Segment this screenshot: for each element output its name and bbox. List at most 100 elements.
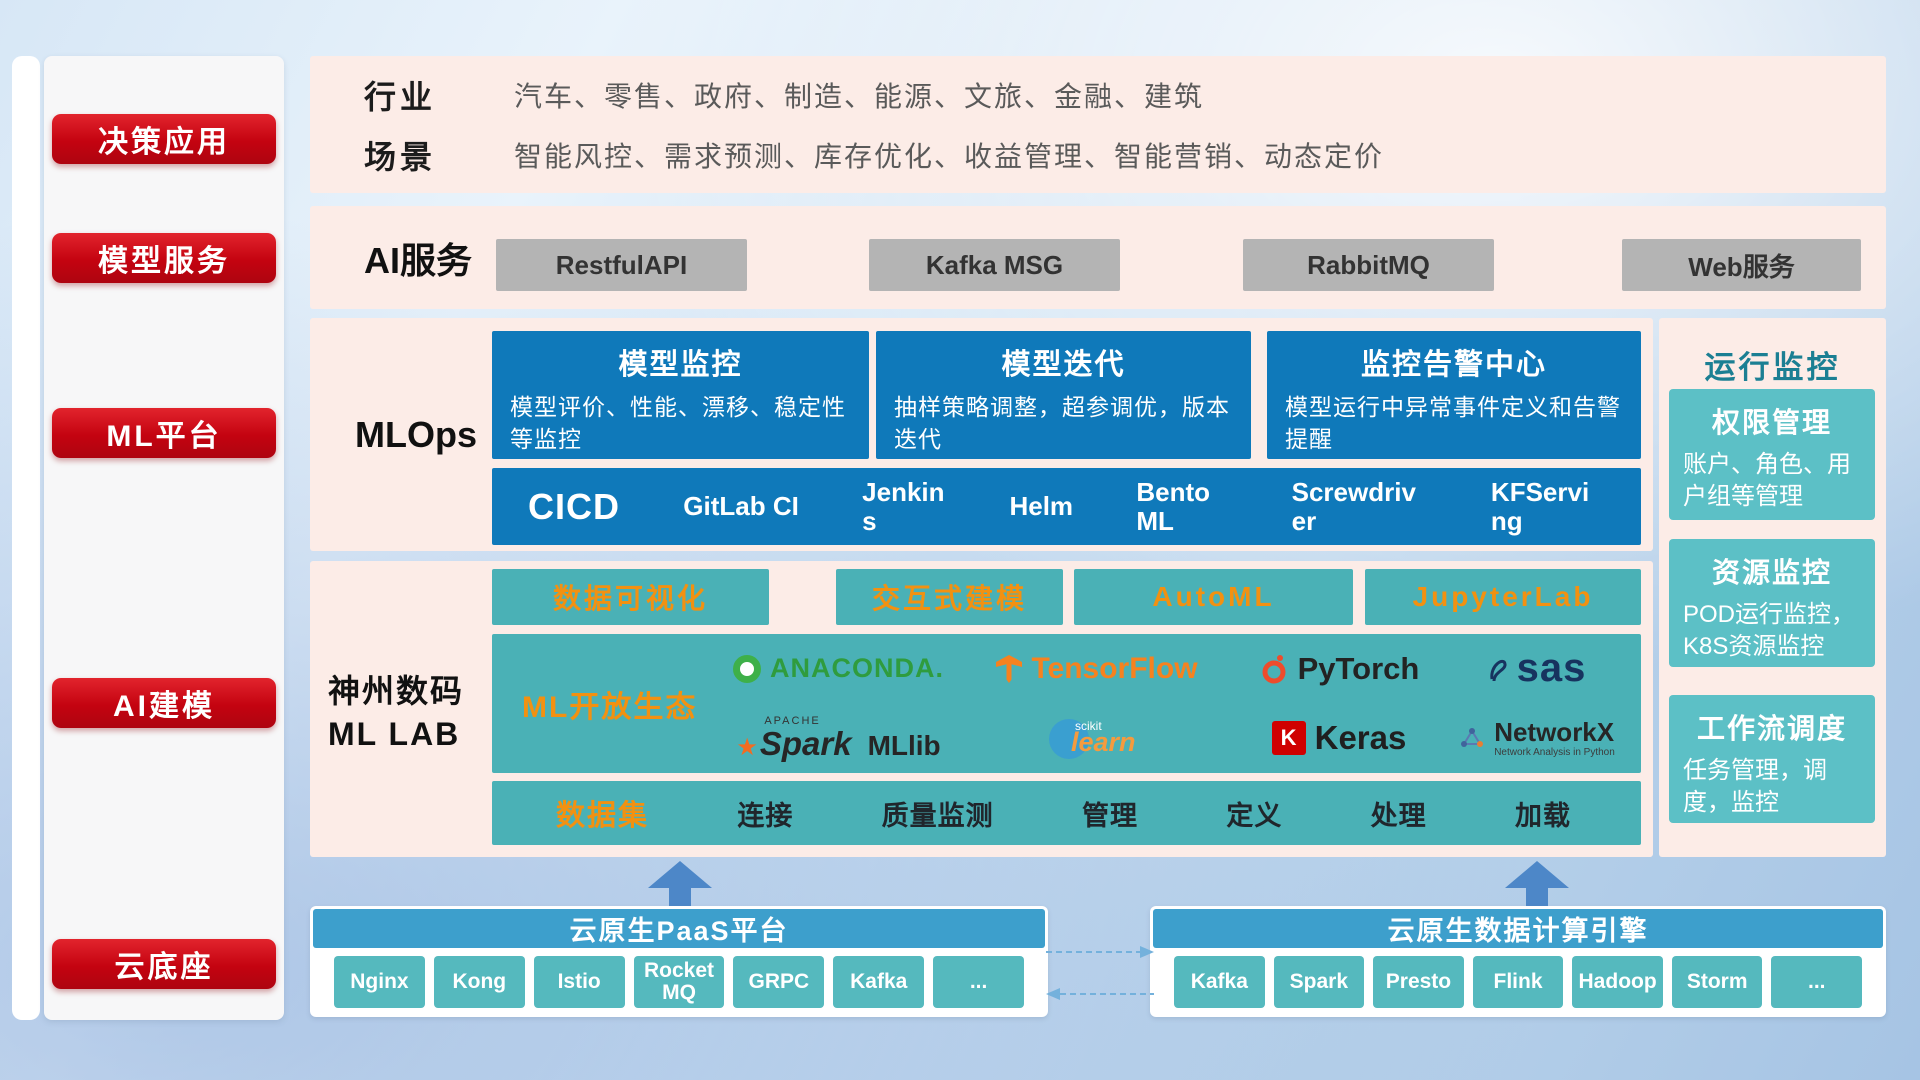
learn-text: learn	[1071, 727, 1136, 758]
sidebar-item-ai-modeling: AI建模	[52, 678, 276, 728]
chip-storm: Storm	[1671, 956, 1763, 1008]
keras-text: Keras	[1314, 719, 1407, 757]
networkx-subtitle: Network Analysis in Python	[1494, 747, 1615, 759]
spark-star-icon: ★	[736, 734, 758, 762]
workflow-scheduling-desc: 任务管理，调度，监控	[1683, 757, 1827, 817]
permission-management-card: 权限管理 账户、角色、用户组等管理	[1669, 389, 1875, 520]
networkx-icon	[1461, 728, 1484, 748]
sidebar-item-ml-platform: ML平台	[52, 408, 276, 458]
sidebar-item-model-service: 模型服务	[52, 233, 276, 283]
up-arrow-paas	[648, 861, 712, 907]
chip-istio: Istio	[533, 956, 625, 1008]
mllab-label-line1: 神州数码	[328, 672, 465, 709]
model-monitoring-card: 模型监控 模型评价、性能、漂移、稳定性等监控	[492, 331, 869, 459]
alert-center-card: 监控告警中心 模型运行中异常事件定义和告警提醒	[1267, 331, 1641, 459]
spark-mllib-logo: APACHE ★ Spark MLlib	[736, 715, 941, 763]
up-arrow-data-engine-head	[1505, 861, 1569, 888]
pytorch-logo: PyTorch	[1259, 650, 1420, 687]
tensorflow-icon	[996, 654, 1023, 683]
chip-more-right: ...	[1771, 956, 1863, 1008]
ai-service-label: AI服务	[364, 239, 473, 281]
mllab-panel: 神州数码 ML LAB 数据可视化 交互式建模 AutoML JupyterLa…	[310, 561, 1653, 857]
cicd-item-bentoml: BentoML	[1136, 476, 1210, 536]
sidebar: 决策应用 模型服务 ML平台 AI建模 云底座	[44, 56, 284, 1020]
left-accent-strip	[12, 56, 40, 1020]
cicd-item-screwdriver: Screwdriver	[1291, 476, 1416, 536]
permission-management-title: 权限管理	[1711, 407, 1832, 438]
keras-icon: K	[1271, 721, 1306, 756]
ai-service-panel: AI服务 RestfulAPI Kafka MSG RabbitMQ Web服务	[310, 206, 1886, 309]
cloud-data-engine-items: Kafka Spark Presto Flink Hadoop Storm ..…	[1174, 956, 1863, 1008]
workflow-scheduling-card: 工作流调度 任务管理，调度，监控	[1669, 695, 1875, 823]
cloud-paas-header: 云原生PaaS平台	[313, 909, 1045, 948]
chip-kafka-left: Kafka	[833, 956, 925, 1008]
chip-presto: Presto	[1373, 956, 1464, 1008]
dataset-item-connect: 连接	[737, 800, 794, 831]
chip-nginx: Nginx	[334, 956, 425, 1008]
scikit-learn-logo: scikit learn	[1049, 715, 1145, 761]
apache-text: APACHE	[764, 715, 821, 728]
mllab-label-line2: ML LAB	[328, 715, 461, 752]
up-arrow-data-engine-stem	[1526, 888, 1548, 906]
cloud-data-engine-header: 云原生数据计算引擎	[1153, 909, 1883, 948]
cicd-bar: CICD GitLab CI Jenkins Helm BentoML Scre…	[492, 468, 1641, 545]
chip-kong: Kong	[433, 956, 525, 1008]
spark-block: APACHE ★ Spark MLlib	[736, 715, 941, 763]
anaconda-logo: ANACONDA.	[733, 653, 944, 684]
model-monitoring-desc: 模型评价、性能、漂移、稳定性等监控	[510, 394, 846, 453]
ai-service-rabbitmq: RabbitMQ	[1243, 239, 1494, 291]
scene-line: 场景 智能风控、需求预测、库存优化、收益管理、智能营销、动态定价	[310, 132, 1886, 178]
networkx-text-block: NetworkX Network Analysis in Python	[1494, 718, 1615, 758]
model-iteration-title: 模型迭代	[1001, 349, 1126, 381]
alert-center-desc: 模型运行中异常事件定义和告警提醒	[1285, 394, 1621, 453]
cicd-item-kfserving: KFServing	[1490, 476, 1590, 536]
sas-icon	[1490, 659, 1507, 681]
chip-hadoop: Hadoop	[1572, 956, 1663, 1008]
chip-more-left: ...	[933, 956, 1025, 1008]
up-arrow-paas-stem	[669, 888, 691, 906]
ai-service-web: Web服务	[1622, 239, 1861, 291]
dataset-item-process: 处理	[1370, 800, 1427, 831]
cicd-item-jenkins: Jenkins	[862, 476, 945, 536]
dataset-bar: 数据集 连接 质量监测 管理 定义 处理 加载	[492, 781, 1641, 845]
industry-label: 行业	[364, 78, 437, 115]
permission-management-desc: 账户、角色、用户组等管理	[1683, 451, 1851, 511]
tool-interactive-modeling: 交互式建模	[836, 569, 1063, 625]
industry-value: 汽车、零售、政府、制造、能源、文旅、金融、建筑	[514, 80, 1205, 112]
sidebar-item-cloud-base: 云底座	[52, 939, 276, 989]
mlops-label: MLOps	[355, 413, 477, 455]
chip-flink: Flink	[1472, 956, 1564, 1008]
cicd-title: CICD	[528, 485, 620, 527]
resource-monitoring-title: 资源监控	[1711, 557, 1832, 588]
model-monitoring-title: 模型监控	[618, 349, 743, 381]
tensorflow-logo: TensorFlow	[996, 652, 1198, 686]
anaconda-text: ANACONDA.	[770, 653, 944, 684]
model-iteration-card: 模型迭代 抽样策略调整，超参调优，版本迭代	[876, 331, 1251, 459]
cloud-paas-items: Nginx Kong Istio RocketMQ GRPC Kafka ...	[334, 956, 1025, 1008]
industry-line: 行业 汽车、零售、政府、制造、能源、文旅、金融、建筑	[310, 72, 1886, 118]
ml-ecosystem-panel: ML开放生态 ANACONDA. TensorFlow	[492, 634, 1641, 773]
runtime-monitoring-title: 运行监控	[1704, 350, 1841, 385]
tool-jupyterlab: JupyterLab	[1365, 569, 1641, 625]
ai-service-restfulapi: RestfulAPI	[496, 239, 747, 291]
pytorch-text: PyTorch	[1297, 650, 1420, 686]
spark-text: Spark	[759, 725, 852, 763]
tool-automl: AutoML	[1074, 569, 1353, 625]
mllab-label: 神州数码 ML LAB	[328, 561, 488, 857]
cicd-item-helm: Helm	[1009, 491, 1074, 522]
chip-rocketmq: RocketMQ	[633, 956, 725, 1008]
anaconda-icon	[733, 654, 761, 683]
dataset-label: 数据集	[556, 800, 650, 832]
resource-monitoring-desc: POD运行监控，K8S资源监控	[1683, 601, 1856, 661]
sas-logo: sas	[1488, 646, 1587, 691]
dataset-item-quality: 质量监测	[881, 800, 994, 831]
dataset-item-load: 加载	[1514, 800, 1571, 831]
sidebar-item-decision-application: 决策应用	[52, 114, 276, 164]
networkx-logo: NetworkX Network Analysis in Python	[1459, 718, 1615, 758]
scikit-learn-icon	[1049, 719, 1089, 760]
keras-logo: K Keras	[1271, 719, 1407, 757]
chip-grpc: GRPC	[733, 956, 825, 1008]
mllib-text: MLlib	[867, 730, 941, 762]
up-arrow-data-engine	[1505, 861, 1569, 907]
model-iteration-desc: 抽样策略调整，超参调优，版本迭代	[894, 394, 1230, 453]
